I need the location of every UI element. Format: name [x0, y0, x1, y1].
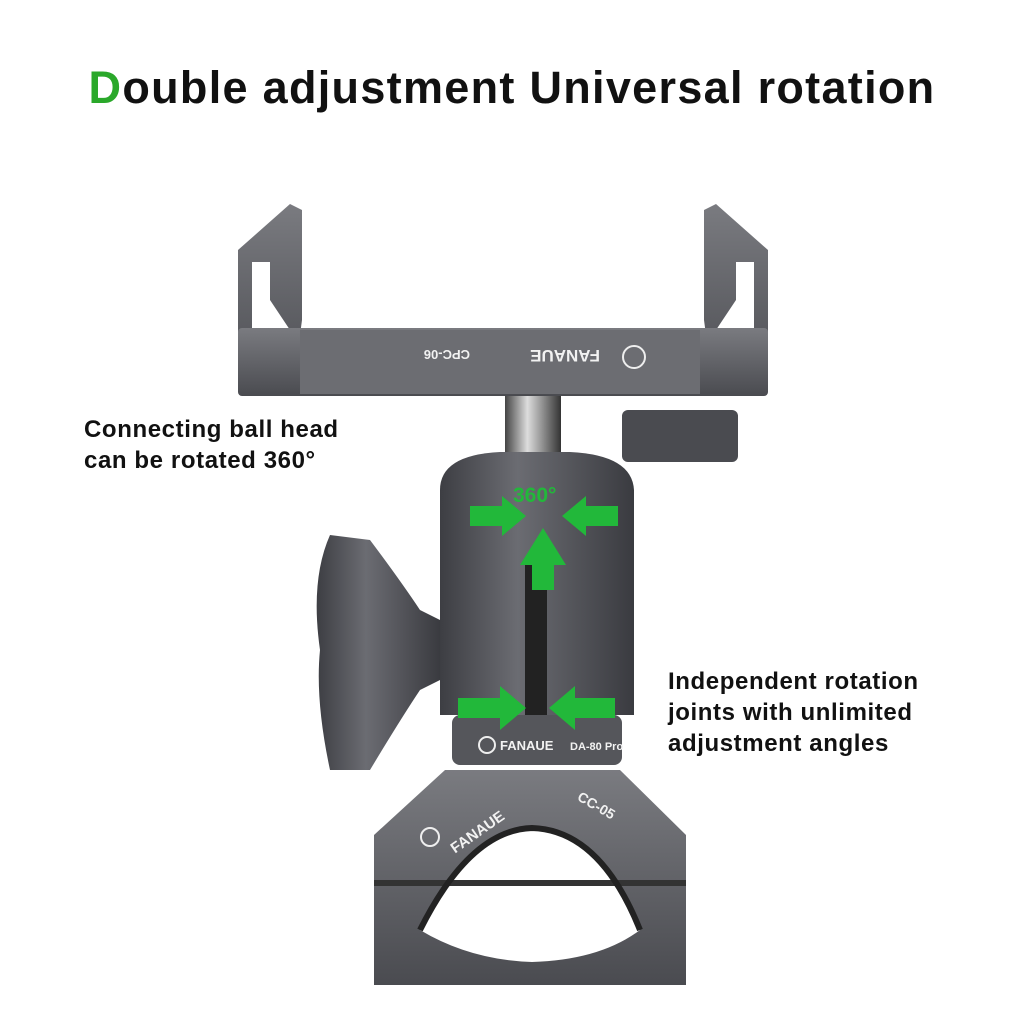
clamp-model-text: CPC-06 — [424, 347, 470, 362]
callout-line: adjustment angles — [668, 730, 889, 757]
clamp-brand-text: FANAUE — [530, 346, 600, 365]
brand-logo-icon — [478, 736, 496, 754]
rotation-joint-callout: Independent rotation joints with unlimit… — [668, 666, 919, 759]
brand-logo-icon — [420, 827, 440, 847]
callout-line: can be rotated 360° — [84, 447, 316, 474]
phone-clamp: CPC-06 FANAUE — [238, 204, 768, 462]
ball-head-model-text: DA-80 Pro — [570, 741, 623, 753]
ball-head-brand-text: FANAUE — [500, 738, 554, 753]
callout-line: Independent rotation — [668, 668, 919, 695]
arrow-right-icon — [470, 496, 526, 536]
arrow-left-icon — [549, 686, 615, 730]
callout-line: joints with unlimited — [668, 699, 913, 726]
arrow-right-icon — [458, 686, 526, 730]
arrow-up-icon — [520, 528, 566, 590]
ball-head-callout: Connecting ball head can be rotated 360° — [84, 414, 339, 476]
headline-accent-letter: D — [88, 62, 123, 113]
lock-knob — [622, 410, 738, 462]
arrow-left-icon — [562, 496, 618, 536]
callout-line: Connecting ball head — [84, 416, 339, 443]
rotation-arrows: 360° — [458, 484, 618, 730]
side-knob — [316, 535, 440, 770]
headline-text: ouble adjustment Universal rotation — [122, 62, 936, 113]
rotation-label: 360° — [513, 484, 556, 507]
bar-clamp: FANAUE CC-05 — [374, 770, 686, 985]
headline: Double adjustment Universal rotation — [0, 62, 1024, 114]
brand-logo-icon — [622, 345, 646, 369]
